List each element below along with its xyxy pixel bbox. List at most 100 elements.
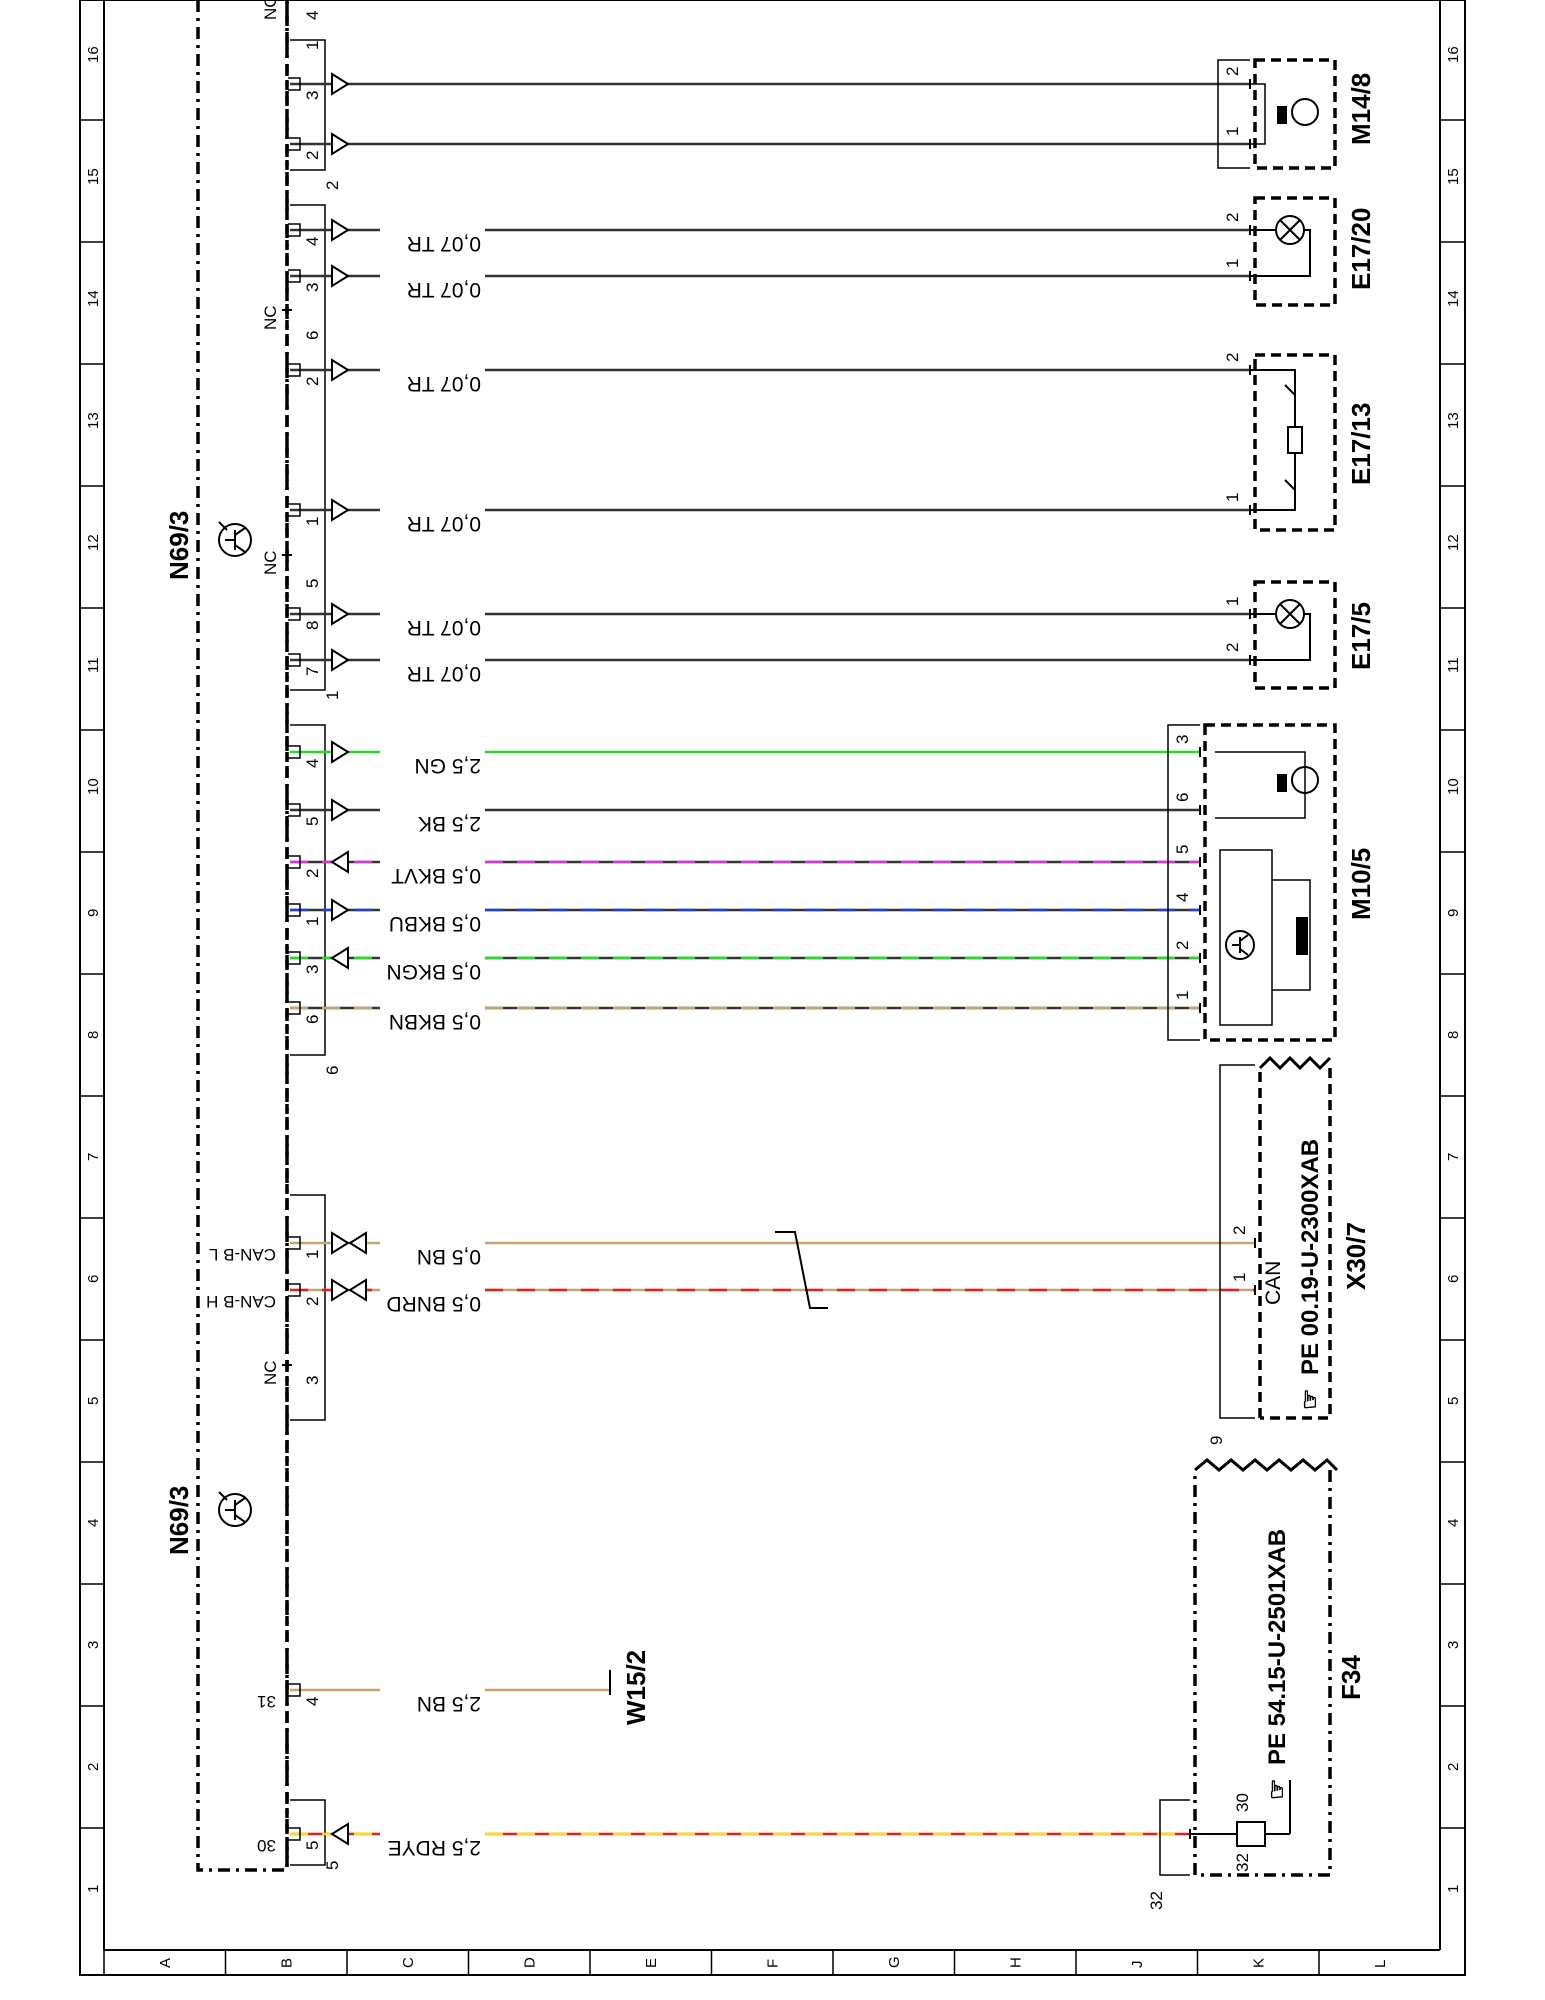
grid-row-D: D xyxy=(522,1957,539,1968)
connector-5-label: 5 xyxy=(323,1861,342,1870)
grid-col-right-9: 9 xyxy=(1445,909,1462,917)
component-pin-m10_5: 4 xyxy=(1173,893,1192,902)
svg-text:32: 32 xyxy=(1233,1853,1252,1872)
arrow-out-icon xyxy=(331,358,350,382)
wire-pin-number: 4 xyxy=(303,1697,322,1706)
wire-pin-number: 2 xyxy=(303,151,322,160)
component-pin-e17_13: 2 xyxy=(1223,353,1242,362)
connector-2-bracket xyxy=(290,39,326,171)
wire-pin-number: 1 xyxy=(303,517,322,526)
svg-text:PE 00.19-U-2300XAB: PE 00.19-U-2300XAB xyxy=(1297,1139,1324,1375)
grid-col-right-15: 15 xyxy=(1445,168,1462,185)
svg-text:PE 54.15-U-2501XAB: PE 54.15-U-2501XAB xyxy=(1264,1529,1291,1765)
svg-text:5: 5 xyxy=(303,579,322,588)
grid-col-right-6: 6 xyxy=(1445,1275,1462,1283)
module-icon-lower xyxy=(218,1491,252,1527)
svg-text:X30/7: X30/7 xyxy=(1341,1222,1371,1290)
component-pin-e17_13: 1 xyxy=(1223,493,1242,502)
grid-col-left-6: 6 xyxy=(85,1275,102,1283)
component-x30-7: 9 PE 00.19-U-2300XAB ☞ CAN X30/7 xyxy=(1207,1055,1371,1445)
component-pin-m10_5: 3 xyxy=(1173,735,1192,744)
component-pin-m10_5: 5 xyxy=(1173,845,1192,854)
f34-pe-icon: ☞ xyxy=(1264,1778,1291,1800)
wire-pin-number: 6 xyxy=(303,1015,322,1024)
wire-label: 0,5 BKVT xyxy=(391,864,481,887)
grid-col-right-10: 10 xyxy=(1445,778,1462,795)
arrow-out-icon xyxy=(331,498,350,522)
svg-text:NC: NC xyxy=(261,1360,280,1385)
x30-7-pe-icon: ☞ xyxy=(1297,1388,1324,1410)
grid-col-right-7: 7 xyxy=(1445,1153,1462,1161)
grid-col-right-2: 2 xyxy=(1445,1763,1462,1771)
grid-col-left-16: 16 xyxy=(85,46,102,63)
grid-col-right-11: 11 xyxy=(1445,657,1462,673)
wire-tr2: 0,07 TR8 xyxy=(288,602,1251,639)
grid-col-left-14: 14 xyxy=(85,290,102,307)
arrow-out-icon xyxy=(331,648,350,672)
component-m10-5: M10/5 xyxy=(1167,723,1376,1042)
grid-col-left-10: 10 xyxy=(85,778,102,795)
component-pin-e17_5: 1 xyxy=(1223,597,1242,606)
arrow-out-icon xyxy=(331,798,350,822)
svg-text:CAN: CAN xyxy=(1262,1261,1285,1305)
grid-col-right-3: 3 xyxy=(1445,1641,1462,1649)
wire-pin-number: 5 xyxy=(303,1841,322,1850)
grid-col-right-13: 13 xyxy=(1445,412,1462,429)
wire-label: 2,5 BK xyxy=(418,812,481,835)
svg-text:W15/2: W15/2 xyxy=(621,1650,651,1725)
connector-1-label: 1 xyxy=(323,691,342,700)
grid-col-right-8: 8 xyxy=(1445,1031,1462,1039)
grid-row-L: L xyxy=(1372,1960,1389,1968)
svg-text:4: 4 xyxy=(303,11,322,20)
wire-pin-number: 7 xyxy=(303,667,322,676)
grid-row-H: H xyxy=(1008,1957,1025,1968)
component-pin-x30_7: 2 xyxy=(1230,1226,1249,1235)
arrow-in-icon xyxy=(348,1278,367,1302)
arrow-out-icon xyxy=(331,72,350,96)
wire-bk25: 2,5 BK5 xyxy=(288,798,1201,835)
svg-text:3: 3 xyxy=(303,1376,322,1385)
wire-tr4: 0,07 TR2 xyxy=(288,358,1251,395)
module-label-upper: N69/3 xyxy=(164,511,194,580)
component-pin-m10_5: 1 xyxy=(1173,991,1192,1000)
twisted-pair-marker xyxy=(775,1231,828,1309)
arrow-out-icon xyxy=(331,1278,350,1302)
module-icon-upper xyxy=(218,521,252,557)
wire-tr3: 0,07 TR1 xyxy=(288,498,1251,535)
svg-text:6: 6 xyxy=(303,331,322,340)
component-pin-e17_5: 2 xyxy=(1223,643,1242,652)
nc-pin-5: NC 5 xyxy=(261,550,322,588)
component-e17-13: E17/13 xyxy=(1250,353,1376,532)
svg-text:NC: NC xyxy=(261,0,280,20)
wire-label: 0,5 BKBU xyxy=(389,912,481,935)
grid-row-J: J xyxy=(1129,1961,1146,1969)
arrow-out-icon xyxy=(331,898,350,922)
arrow-out-icon xyxy=(331,740,350,764)
svg-text:F34: F34 xyxy=(1336,1655,1366,1700)
svg-text:9: 9 xyxy=(1207,1436,1226,1445)
svg-text:E17/5: E17/5 xyxy=(1346,602,1376,670)
svg-text:E17/20: E17/20 xyxy=(1346,208,1376,290)
grid-col-left-2: 2 xyxy=(85,1763,102,1771)
component-pin-e17_20: 2 xyxy=(1223,213,1242,222)
wire-label: 0,5 BN xyxy=(417,1245,481,1268)
wire-label: 0,5 BKGN xyxy=(386,960,481,983)
ground-w15-2: W15/2 xyxy=(609,1650,651,1725)
wire-label: 2,5 GN xyxy=(414,754,481,777)
svg-text:NC: NC xyxy=(261,305,280,330)
component-pin-m10_5: 2 xyxy=(1173,941,1192,950)
grid-col-left-11: 11 xyxy=(85,657,102,673)
grid-col-left-12: 12 xyxy=(85,534,102,551)
svg-text:1: 1 xyxy=(303,41,322,50)
grid-col-right-1: 1 xyxy=(1445,1885,1462,1893)
svg-text:E17/13: E17/13 xyxy=(1346,403,1376,485)
wire-label: 2,5 BN xyxy=(417,1692,481,1715)
grid-col-right-14: 14 xyxy=(1445,290,1462,307)
component-e17-5: E17/5 xyxy=(1250,580,1376,690)
wire-pin-number: 8 xyxy=(303,621,322,630)
